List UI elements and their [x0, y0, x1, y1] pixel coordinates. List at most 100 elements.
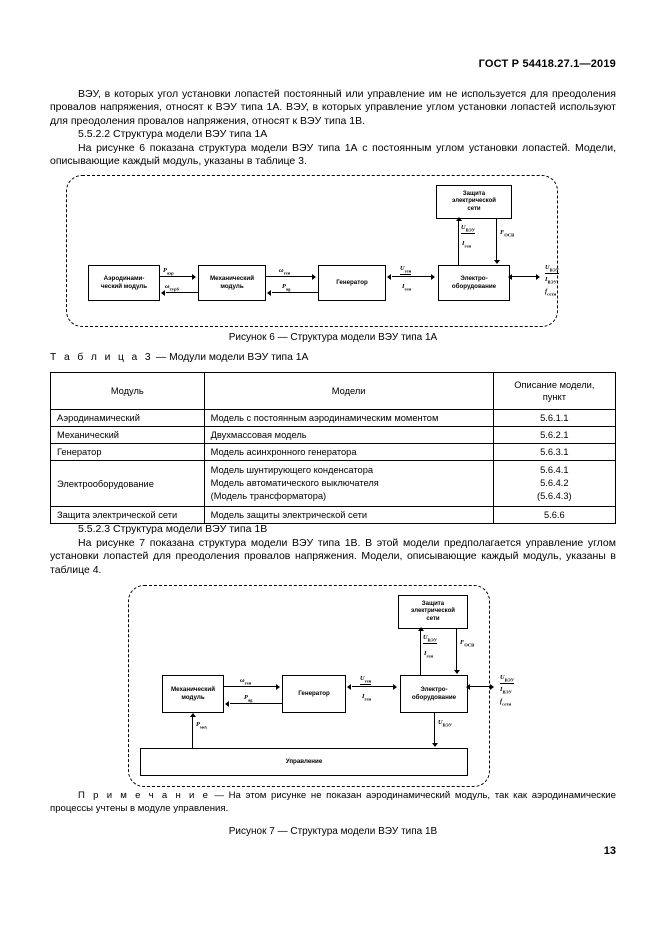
figure6-outer-boundary: [66, 175, 558, 327]
figure6-elec-label: Электро- оборудование: [451, 275, 497, 290]
figure7-signal-w-gen: ωген: [240, 677, 252, 686]
figure6-signal-u-veu-protection: UВЭУ: [461, 224, 476, 235]
figure6-arrow-to-grid: [536, 273, 540, 280]
figure7-note: П р и м е ч а н и е — На этом рисунке не…: [50, 790, 616, 815]
figure6-line-mech-aero: [166, 292, 198, 294]
figure7-line-elec-grid: [468, 686, 492, 688]
table-row: Генератор Модель асинхронного генератора…: [50, 443, 617, 461]
figure6-line-protection-elec: [496, 219, 498, 261]
figure6-block-generator: Генератор: [318, 265, 386, 301]
figure6-arrow-to-protection: [455, 217, 462, 221]
figure7-line-elec-protection: [420, 631, 422, 676]
table3-col-models: Модели: [203, 372, 494, 410]
figure7-arrow-to-protection: [417, 627, 424, 631]
figure6-signal-w-turb: ωтурб: [165, 283, 179, 292]
figure6-signal-p-aer: Pаэр: [163, 267, 174, 276]
figure6-signal-u-veu-out: UВЭУ: [545, 264, 560, 275]
figure6-gen-label: Генератор: [336, 279, 368, 286]
figure6-arrow-to-gen2: [387, 273, 391, 280]
figure7-block-generator: Генератор: [282, 675, 346, 713]
figure7-signal-u-veu-control: UВЭУ: [438, 719, 453, 728]
figure6-line-elec-grid: [510, 276, 538, 278]
figure6-arrow-to-aero: [161, 289, 165, 296]
figure7-signal-u-veu-out: UВЭУ: [500, 674, 515, 685]
figure6-aero-label: Аэродинами- ческий модуль: [100, 275, 148, 290]
figure7-signal-i-gen-protection: Iген: [424, 650, 434, 659]
figure7-block-mechanical-module: Механический модуль: [162, 675, 224, 713]
figure7-arrow-to-elec3: [466, 683, 470, 690]
table3-cell-ref: 5.6.6: [492, 506, 617, 524]
figure7-arrow-to-gen2: [347, 683, 351, 690]
figure7-elec-label: Электро- оборудование: [411, 686, 457, 701]
figure6-signal-f-osv: FОСВ: [500, 229, 515, 238]
figure6-signal-i-gen: Iген: [402, 283, 412, 292]
figure7-line-protection-elec: [456, 629, 458, 671]
table3-cell-module: Электрооборудование: [50, 460, 205, 507]
figure7-line-mech-gen: [224, 686, 276, 688]
paragraph-figure7-intro: На рисунке 7 показана структура модели В…: [50, 537, 616, 576]
figure6-arrow-to-elec2: [493, 260, 500, 264]
figure7-note-text: — На этом рисунке не показан аэродинамич…: [50, 790, 616, 814]
figure7-signal-u-gen: Uген: [360, 675, 372, 686]
figure7-line-elec-gen: [352, 686, 394, 688]
table3-cell-module: Генератор: [50, 443, 205, 461]
figure7-signal-p-mex: Pмех: [196, 721, 208, 730]
figure-7: Механический модуль Генератор Электро- о…: [50, 583, 616, 838]
table3-col-module: Модуль: [50, 372, 205, 410]
figure6-arrow-to-mech2: [267, 289, 271, 296]
table3-col-reference: Описание модели, пункт: [492, 372, 617, 410]
figure6-line-elec-gen: [392, 276, 432, 278]
table3-cell-models: Модель асинхронного генератора: [203, 443, 494, 461]
figure6-block-mechanical-module: Механический модуль: [198, 265, 266, 301]
table-row: Электрооборудование Модель шунтирующего …: [50, 460, 617, 507]
table3-cell-models: Модель шунтирующего конденсатора Модель …: [203, 460, 494, 507]
figure7-prot-label: Защита электрической сети: [411, 600, 455, 622]
table-row: Аэродинамический Модель с постоянным аэр…: [50, 409, 617, 427]
figure6-line-mech-gen: [266, 276, 313, 278]
figure7-caption: Рисунок 7 — Структура модели ВЭУ типа 1В: [228, 826, 438, 837]
table3-cell-models: Модель с постоянным аэродинамическим мом…: [203, 409, 494, 427]
heading-5-5-2-3: 5.5.2.3 Структура модели ВЭУ типа 1В: [78, 523, 268, 535]
figure7-arrow-to-control: [431, 743, 438, 747]
figure6-line-elec-protection: [458, 221, 460, 266]
figure6-arrow-to-mech: [192, 273, 196, 280]
figure7-block-electrical-equipment: Электро- оборудование: [400, 675, 468, 713]
figure7-arrow-to-grid: [490, 683, 494, 690]
table3-title: Т а б л и ц а 3 — Модули модели ВЭУ типа…: [50, 352, 308, 363]
figure6-signal-f-grid-out: fсети: [545, 288, 557, 297]
table3-cell-ref: 5.6.2.1: [492, 426, 617, 444]
figure7-arrow-to-mech2: [189, 713, 196, 717]
figure7-signal-f-grid-out: fсети: [500, 698, 512, 707]
table-row: Защита электрической сети Модель защиты …: [50, 506, 617, 524]
figure7-signal-i-gen: Iген: [362, 693, 372, 702]
figure7-arrow-to-elec2: [453, 670, 460, 674]
figure7-signal-p-ag: Pag: [244, 694, 253, 703]
page-header-standard-number: ГОСТ Р 54418.27.1—2019: [478, 58, 616, 70]
figure7-line-gen-mech: [230, 703, 282, 705]
figure7-block-control: Управление: [140, 748, 468, 776]
table3-cell-models: Двухмассовая модель: [203, 426, 494, 444]
figure6-block-grid-protection: Защита электрической сети: [436, 185, 512, 219]
figure6-signal-p-ag: Pag: [282, 283, 291, 292]
table3-cell-ref: 5.6.3.1: [492, 443, 617, 461]
figure6-prot-label: Защита электрической сети: [452, 190, 496, 212]
figure7-arrow-to-gen: [276, 683, 280, 690]
figure6-line-aero-mech: [160, 276, 193, 278]
table3-header-row: Модуль Модели Описание модели, пункт: [50, 372, 617, 410]
figure6-arrow-to-elec3: [508, 273, 512, 280]
figure6-line-gen-mech: [272, 292, 318, 294]
table3-title-label: Т а б л и ц а 3: [50, 352, 154, 363]
figure7-block-grid-protection: Защита электрической сети: [398, 595, 468, 629]
figure7-ctrl-label: Управление: [285, 758, 323, 765]
figure7-signal-i-veu-out: IВЭУ: [500, 686, 513, 695]
table3-cell-ref: 5.6.1.1: [492, 409, 617, 427]
figure6-arrow-to-gen: [312, 273, 316, 280]
figure7-arrow-to-mech: [225, 700, 229, 707]
figure6-signal-i-gen-protection: Iген: [462, 240, 472, 249]
figure7-line-elec-control: [434, 713, 436, 744]
figure7-arrow-to-elec: [393, 683, 397, 690]
table3-cell-module: Механический: [50, 426, 205, 444]
figure-6: Аэродинами- ческий модуль Механический м…: [50, 172, 616, 350]
figure6-block-aerodynamic-module: Аэродинами- ческий модуль: [88, 265, 160, 301]
figure6-caption: Рисунок 6 — Структура модели ВЭУ типа 1А: [228, 332, 438, 343]
